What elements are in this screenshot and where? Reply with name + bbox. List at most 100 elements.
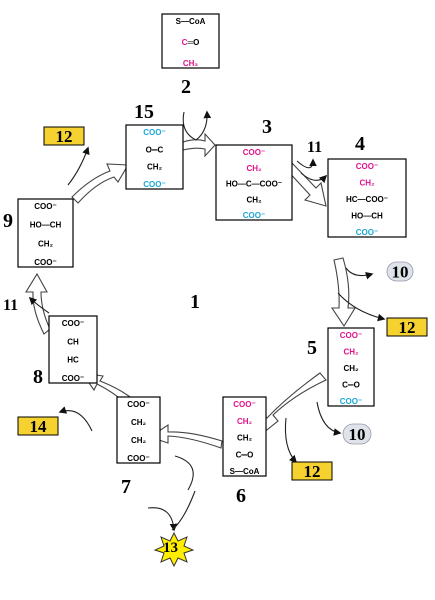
formula-segment: COO⁻: [243, 148, 265, 157]
succinate-formula-line: CH₂: [131, 436, 147, 445]
fumarate-formula-line: COO⁻: [62, 319, 84, 328]
molecule-layer: S—CoAC═OCH₃2COO⁻O═CCH₂COO⁻15COO⁻CH₂HO—C—…: [3, 13, 407, 507]
alpha-ketoglutarate-molecule: COO⁻ CH₂ CH₂ C═O COO⁻ 5: [307, 327, 375, 407]
oxaloacetate-formula-line: CH₂: [147, 163, 163, 172]
succinyl-coa-formula-line: C═O: [236, 450, 254, 459]
formula-segment: O═C: [146, 145, 164, 154]
succinate-formula-line: CH₂: [131, 418, 147, 427]
formula-segment: CH₂: [246, 164, 262, 173]
formula-segment: COO⁻: [356, 228, 378, 237]
arrow-9-to-15: [71, 163, 129, 204]
citrate-formula-line: HO—C—COO⁻: [226, 180, 282, 189]
nadh-isocitrate-badge: 12: [386, 317, 428, 337]
oxaloacetate-formula-line: O═C: [146, 145, 164, 154]
alpha-ketoglutarate-formula-line: CH₂: [343, 348, 359, 357]
formula-segment: COO⁻: [143, 180, 165, 189]
formula-segment: S—CoA: [230, 467, 260, 476]
alpha-ketoglutarate-number: 5: [307, 337, 317, 359]
alpha-ketoglutarate-box: [327, 327, 375, 407]
curve-acetyl-in: [182, 110, 212, 141]
formula-segment: CH₂: [359, 179, 375, 188]
formula-segment: CH₂: [343, 364, 359, 373]
formula-segment: HO—C—COO⁻: [226, 180, 282, 189]
malate-number: 9: [3, 210, 13, 232]
formula-segment: CH₂: [237, 417, 253, 426]
formula-segment: ═O: [186, 38, 199, 47]
formula-segment: COO⁻: [62, 374, 84, 383]
badge-shape: [386, 261, 414, 282]
curve-nadh-isocitrate: [337, 292, 386, 322]
formula-segment: C═O: [342, 381, 360, 390]
formula-segment: HC—COO⁻: [346, 195, 388, 204]
isocitrate-box: [327, 158, 407, 238]
curve-fadh-succinate: [58, 406, 93, 432]
arrow-8-to-9: [25, 272, 51, 335]
acetyl-coa-box: [161, 13, 220, 69]
step-label-water-fumarase: 11: [3, 297, 19, 314]
alpha-ketoglutarate-formula-line: COO⁻: [340, 397, 362, 406]
succinyl-coa-number: 6: [236, 485, 246, 507]
curve-nadh-malate: [67, 146, 90, 186]
alpha-ketoglutarate-formula-line: COO⁻: [340, 331, 362, 340]
formula-segment: COO⁻: [34, 258, 56, 267]
formula-segment: COO⁻: [127, 400, 149, 409]
acetyl-coa-number: 2: [181, 76, 191, 98]
oxaloacetate-formula-line: COO⁻: [143, 180, 165, 189]
oxaloacetate-box: [125, 124, 184, 190]
badge-shape: [291, 461, 333, 481]
step-label-water-aconitase: 11: [307, 139, 323, 156]
formula-segment: COO⁻: [340, 397, 362, 406]
badge-text: 10: [349, 425, 366, 444]
arrow-4-to-5: [330, 257, 356, 328]
citrate-box: [215, 144, 293, 221]
badge-shape: [386, 317, 428, 337]
citrate-formula-line: COO⁻: [243, 148, 265, 157]
formula-segment: CH₂: [246, 195, 262, 204]
succinate-box: [116, 396, 161, 464]
formula-segment: CH: [67, 337, 79, 346]
curve-co2-isocitrate: [345, 267, 374, 280]
badge-shape: [17, 416, 59, 436]
formula-segment: CH₂: [131, 436, 147, 445]
formula-segment: CH₂: [131, 418, 147, 427]
acetyl-coa-formula-line: CH₃: [183, 59, 199, 68]
isocitrate-number: 4: [355, 133, 365, 155]
formula-segment: CH₃: [183, 59, 199, 68]
arrow-15-to-3: [182, 132, 216, 158]
badge-shape: [342, 423, 372, 445]
succinate-formula-line: COO⁻: [127, 454, 149, 463]
succinyl-coa-box: [222, 396, 267, 477]
arrow-6-to-7: [148, 423, 223, 449]
badge-text: 12: [56, 127, 73, 146]
alpha-ketoglutarate-formula-line: CH₂: [343, 364, 359, 373]
fadh2-succinate-badge: 14: [17, 416, 59, 436]
oxaloacetate-formula-line: COO⁻: [143, 128, 165, 137]
co2-ketoglutarate-badge: 10: [342, 423, 372, 445]
citrate-formula-line: CH₂: [246, 195, 262, 204]
formula-segment: COO⁻: [340, 331, 362, 340]
formula-segment: C: [182, 38, 188, 47]
curve-water-in-aconitase: [296, 158, 317, 169]
formula-segment: COO⁻: [62, 319, 84, 328]
formula-segment: COO⁻: [34, 202, 56, 211]
badge-text: 12: [304, 462, 321, 481]
badge-shape: [43, 126, 85, 146]
acetyl-coa-formula-line: C═O: [182, 38, 200, 47]
isocitrate-formula-line: HO—CH: [351, 212, 383, 221]
formula-segment: HO—CH: [30, 221, 62, 230]
formula-segment: COO⁻: [243, 211, 265, 220]
malate-formula-line: HO—CH: [30, 221, 62, 230]
formula-segment: CH₂: [237, 434, 253, 443]
citrate-formula-line: CH₂: [246, 164, 262, 173]
star-badge: [153, 531, 195, 568]
fumarate-formula-line: CH: [67, 337, 79, 346]
succinyl-coa-formula-line: CH₂: [237, 417, 253, 426]
